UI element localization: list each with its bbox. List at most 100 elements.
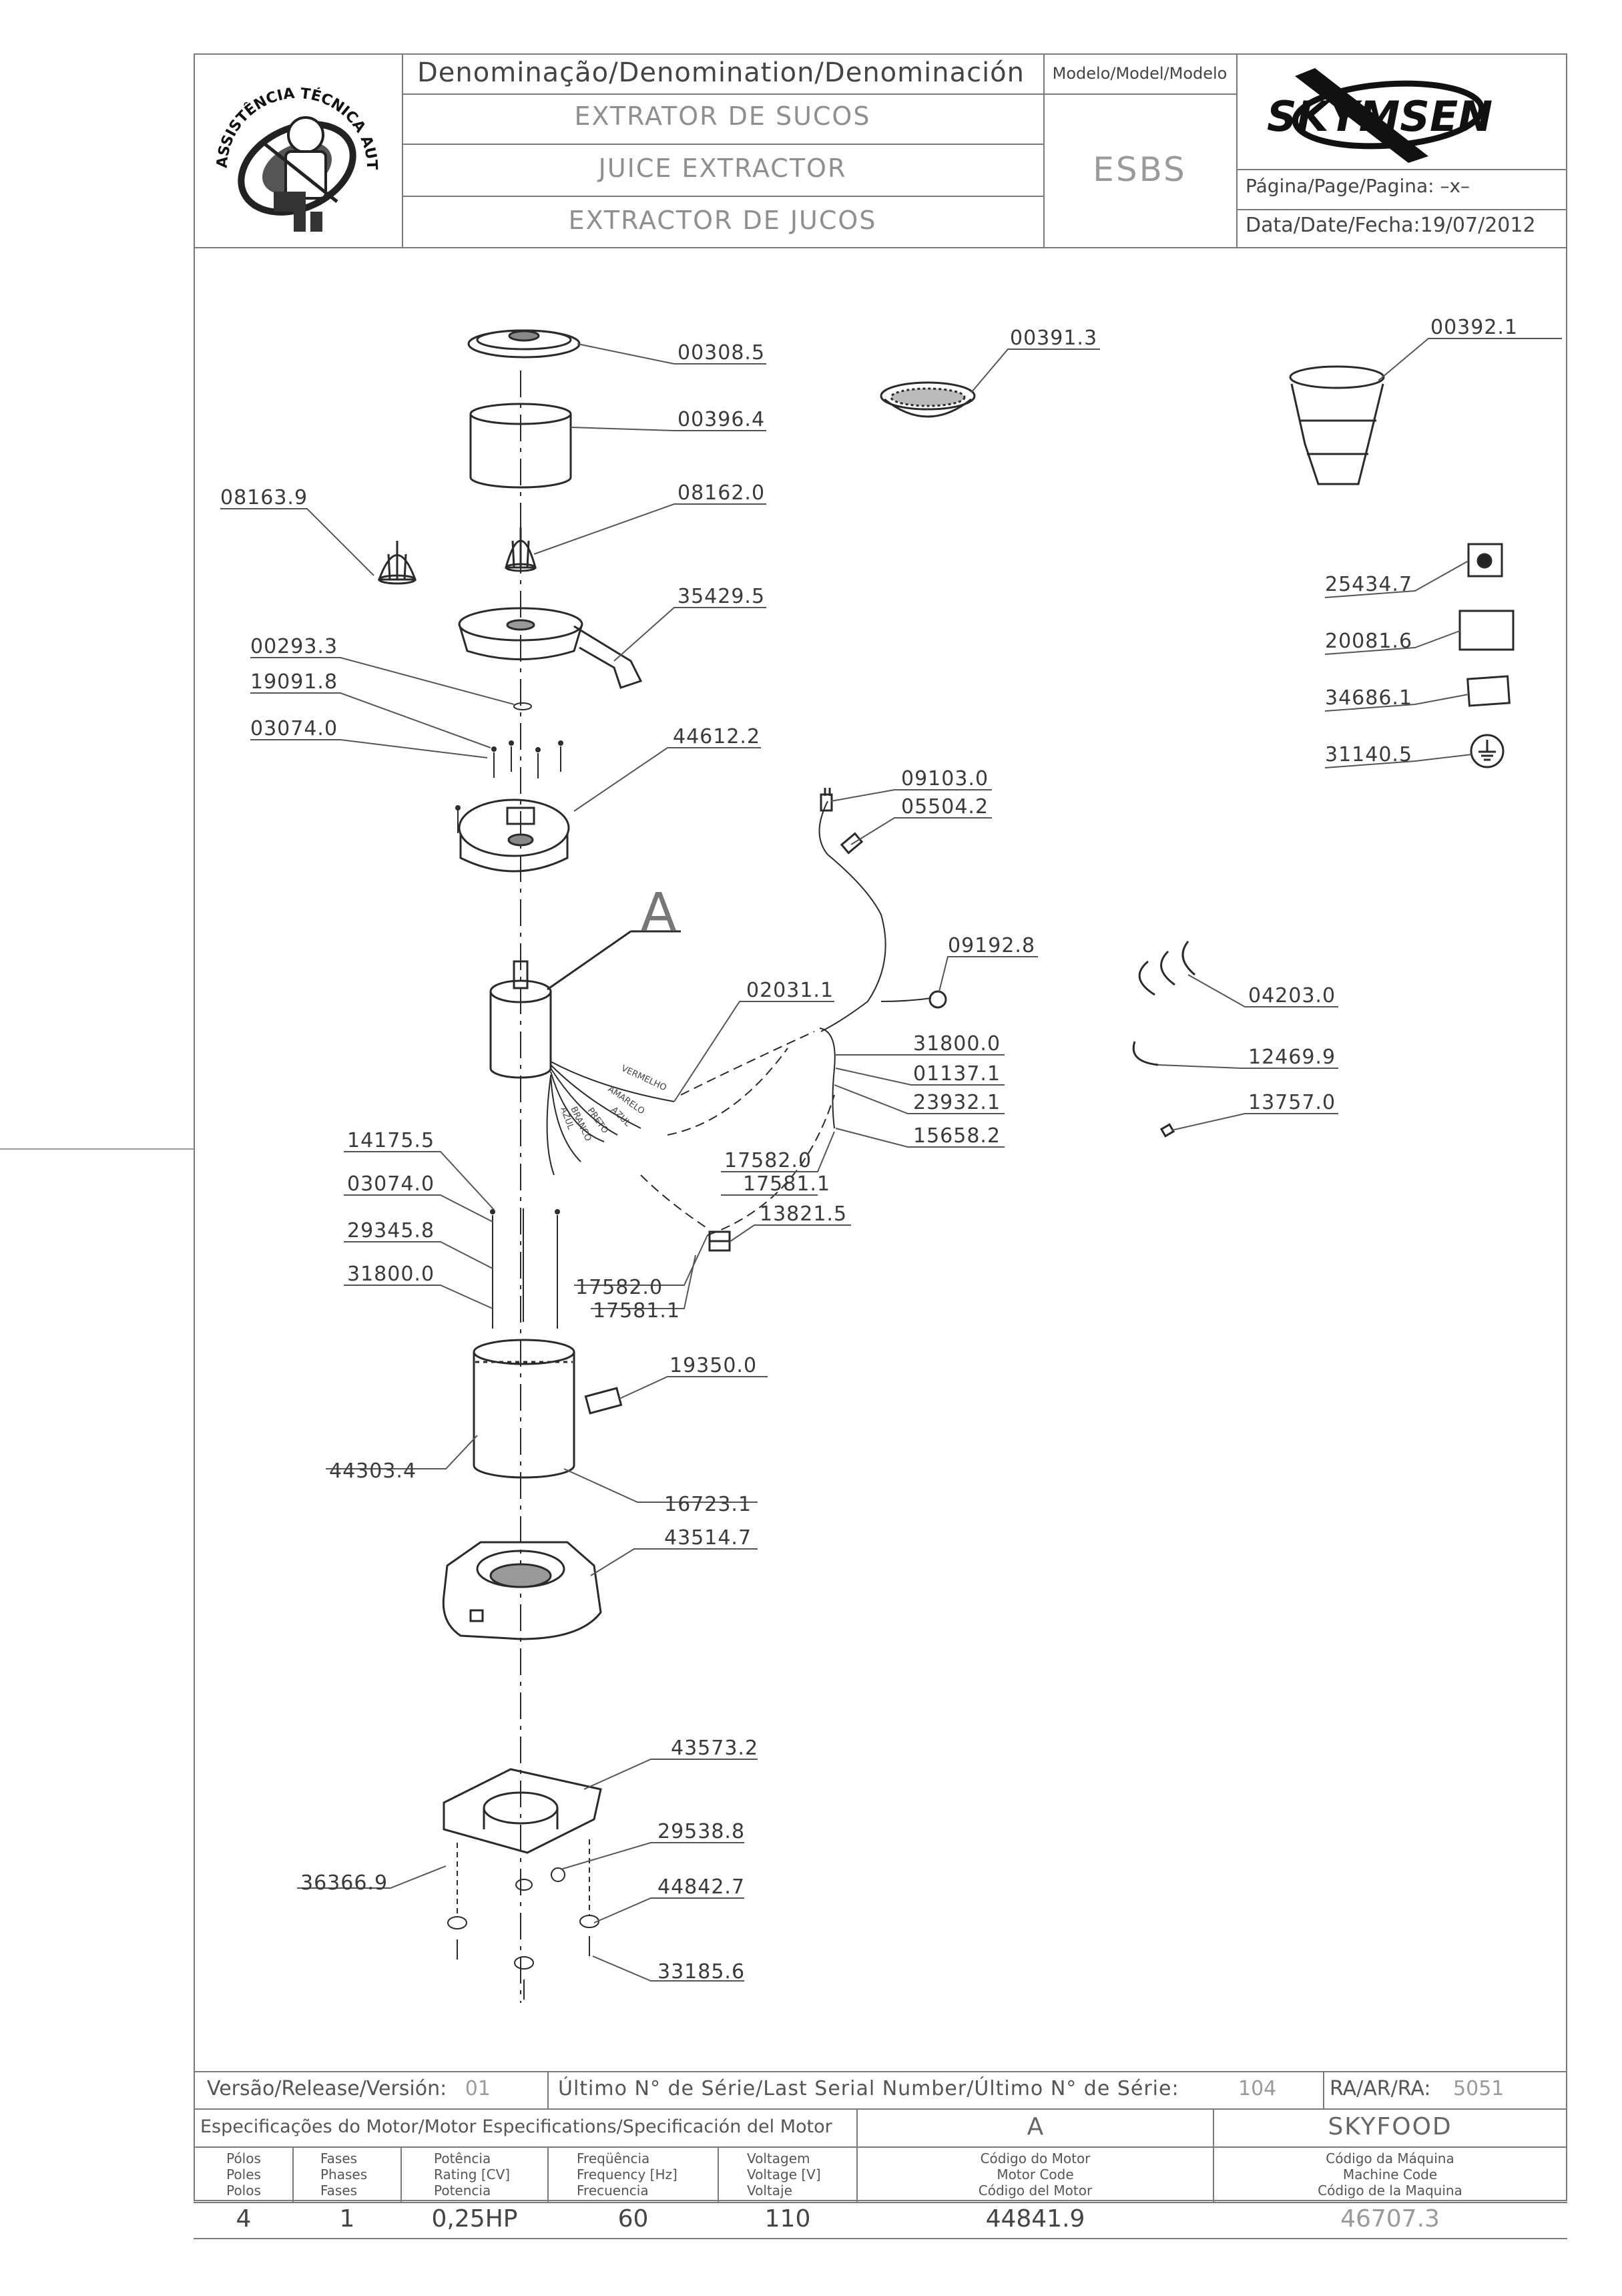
nut-13757 — [1159, 1123, 1175, 1138]
skymsen-logo: SKYMSEN — [1267, 68, 1493, 163]
col-header-motor-code: Código do Motor Motor Code Código del Mo… — [978, 2150, 1093, 2199]
col-header-phases: Fases Phases Fases — [320, 2150, 368, 2199]
ra-field: RA/AR/RA: 5051 — [1330, 2077, 1504, 2100]
col-header-voltage: Voltagem Voltage [V] Voltaje — [747, 2150, 821, 2199]
release-field: Versão/Release/Versión: 01 — [207, 2077, 491, 2100]
part-label: 35429.5 — [678, 585, 765, 608]
part-label: 05504.2 — [901, 795, 989, 819]
part-label: 33185.6 — [657, 1960, 745, 1984]
motor-part — [489, 960, 552, 1079]
part-label: 17581.1 — [743, 1172, 830, 1196]
stator-part — [473, 1339, 575, 1479]
reamer-large-part — [377, 541, 417, 585]
release-value: 01 — [465, 2077, 491, 2100]
page-field: Página/Page/Pagina: –x– — [1246, 175, 1470, 197]
page-label: Página/Page/Pagina: — [1246, 175, 1434, 197]
date-field: Data/Date/Fecha:19/07/2012 — [1246, 214, 1536, 237]
leader-lines — [220, 338, 1562, 1982]
value-voltage: 110 — [764, 2205, 811, 2233]
col-header-poles: Pólos Poles Polos — [226, 2150, 261, 2199]
date-label: Data/Date/Fecha: — [1246, 214, 1420, 237]
sticker-25434 — [1467, 543, 1503, 578]
part-label: 44612.2 — [673, 725, 760, 748]
part-label: 03074.0 — [250, 717, 338, 740]
part-label: 00391.3 — [1010, 326, 1097, 350]
juice-tray-part — [458, 607, 643, 689]
switch-part — [708, 1230, 731, 1252]
motor-section: A — [1027, 2113, 1044, 2140]
part-label: 17581.1 — [593, 1299, 680, 1323]
long-bolts — [490, 1208, 560, 1329]
part-label: 31800.0 — [913, 1032, 1001, 1056]
value-rating: 0,25HP — [431, 2205, 518, 2233]
wiring — [546, 800, 932, 1236]
part-label: 17582.0 — [724, 1149, 812, 1172]
part-label: 08162.0 — [678, 481, 765, 505]
part-label: 20081.6 — [1325, 630, 1412, 653]
name-pt: EXTRATOR DE SUCOS — [574, 101, 871, 131]
part-label: 09103.0 — [901, 767, 989, 790]
knob-09192 — [928, 990, 947, 1009]
part-label: 29538.8 — [657, 1820, 745, 1843]
part-label: 13821.5 — [760, 1202, 847, 1226]
value-motor-code: 44841.9 — [985, 2205, 1085, 2233]
part-label: 44303.4 — [329, 1459, 417, 1483]
part-label: 16723.1 — [664, 1493, 752, 1516]
part-label: 09192.8 — [948, 934, 1035, 957]
wire-label-red: VERMELHO — [619, 1064, 667, 1093]
name-en: JUICE EXTRACTOR — [598, 154, 847, 183]
top-housing-part — [458, 798, 570, 873]
machine-family: SKYFOOD — [1328, 2113, 1452, 2140]
reamer-small-part — [505, 527, 537, 572]
ground-symbol — [1470, 734, 1505, 768]
part-label: 31140.5 — [1325, 743, 1412, 766]
name-es: EXTRACTOR DE JUCOS — [568, 206, 877, 235]
part-label: 23932.1 — [913, 1091, 1001, 1114]
col-header-machine-code: Código da Máquina Machine Code Código de… — [1318, 2150, 1462, 2199]
part-label: 08163.9 — [220, 486, 308, 509]
part-label: 43514.7 — [664, 1526, 752, 1550]
part-label: 04203.0 — [1248, 984, 1336, 1007]
part-label: 12469.9 — [1248, 1046, 1336, 1069]
cup-part — [1289, 365, 1385, 485]
serial-label: Último N° de Série/Last Serial Number/Úl… — [558, 2077, 1179, 2100]
model-label: Modelo/Model/Modelo — [1052, 64, 1228, 83]
brand-name: SKYMSEN — [1267, 92, 1493, 141]
part-label: 34686.1 — [1325, 686, 1412, 710]
col-header-rating: Potência Rating [CV] Potencia — [434, 2150, 511, 2199]
model-value: ESBS — [1093, 150, 1187, 189]
sieve-part — [880, 381, 976, 418]
value-machine-code: 46707.3 — [1340, 2205, 1440, 2233]
value-phases: 1 — [339, 2205, 355, 2233]
part-label: 01137.1 — [913, 1062, 1001, 1086]
value-frequency: 60 — [617, 2205, 649, 2233]
plug-part — [820, 788, 833, 812]
ra-value: 5051 — [1453, 2077, 1505, 2100]
tag-05504 — [840, 832, 864, 855]
sticker-20081 — [1458, 610, 1515, 651]
denomination-label: Denominação/Denomination/Denominación — [417, 57, 1025, 88]
value-poles: 4 — [236, 2205, 252, 2233]
base-housing-part — [442, 1541, 602, 1640]
release-label: Versão/Release/Versión: — [207, 2077, 447, 2100]
chamber-part — [469, 403, 572, 489]
part-label: 03074.0 — [347, 1172, 435, 1196]
part-label: 15658.2 — [913, 1124, 1001, 1148]
date-value: 19/07/2012 — [1420, 214, 1536, 237]
clip-12469 — [1132, 1041, 1159, 1066]
serial-value: 104 — [1238, 2077, 1277, 2100]
bottom-plate-part — [443, 1768, 602, 1854]
label-19350 — [584, 1387, 623, 1415]
part-label: 13757.0 — [1248, 1091, 1336, 1114]
col-header-frequency: Freqüência Frequency [Hz] Frecuencia — [577, 2150, 678, 2199]
part-label: 31800.0 — [347, 1262, 435, 1286]
section-marker-A: A — [641, 883, 676, 943]
part-label: 02031.1 — [746, 979, 834, 1002]
part-label: 25434.7 — [1325, 573, 1412, 596]
authorized-service-seal: ASSISTÊNCIA TÉCNICA AUTORIZADA — [200, 61, 380, 232]
part-label: 00293.3 — [250, 635, 338, 658]
part-label: 00392.1 — [1430, 316, 1518, 339]
part-label: 00308.5 — [678, 341, 765, 365]
clips-04203 — [1138, 941, 1195, 996]
